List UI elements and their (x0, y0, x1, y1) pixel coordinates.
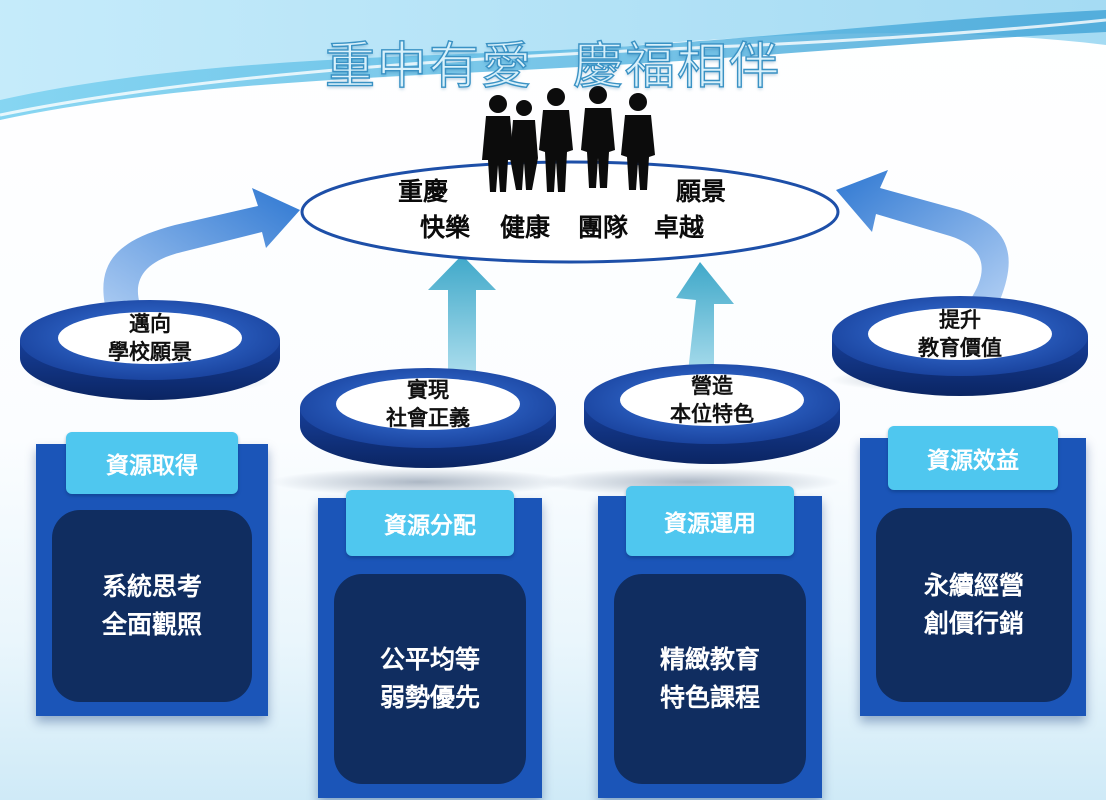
panel-3-header: 資源運用 (626, 486, 794, 556)
disk-3-line-2: 本位特色 (670, 402, 754, 426)
disk-4 (832, 296, 1088, 396)
panel-1-line-1: 系統思考 (101, 572, 202, 601)
disk-2 (300, 368, 556, 468)
disk-4-line-2: 教育價值 (918, 336, 1002, 360)
disk-3 (584, 364, 840, 464)
disk-4-label: 提升 教育價值 (900, 306, 1020, 362)
disk-1-line-2: 學校願景 (108, 340, 192, 364)
disk-shadow (270, 468, 570, 496)
header-wave (0, 0, 1106, 120)
title-part-1: 重中有愛 (324, 36, 533, 95)
panel-3-body: 精緻教育 特色課程 (614, 574, 806, 784)
disk-2-label: 實現 社會正義 (368, 376, 488, 432)
right-curved-arrow (836, 170, 1009, 300)
disk-1-line-1: 邁向 (129, 312, 171, 336)
center-left-up-arrow (428, 255, 496, 372)
vision-value-1: 快樂 (420, 213, 471, 242)
vision-value-4: 卓越 (654, 213, 705, 242)
page-title: 重中有愛慶福相伴 (0, 26, 1106, 98)
panel-3-line-2: 特色課程 (659, 683, 760, 712)
disk-2-line-2: 社會正義 (386, 406, 470, 430)
panel-1-header: 資源取得 (66, 432, 238, 494)
disk-4-line-1: 提升 (939, 308, 981, 332)
panel-4-body: 永續經營 創價行銷 (876, 508, 1072, 702)
panel-3-line-1: 精緻教育 (659, 645, 760, 674)
vision-value-3: 團隊 (578, 213, 629, 242)
vision-value-2: 健康 (500, 213, 551, 242)
panel-1-body: 系統思考 全面觀照 (52, 510, 252, 702)
team-silhouette-icon (482, 86, 655, 192)
panel-4-header: 資源效益 (888, 426, 1058, 490)
panel-4-line-1: 永續經營 (923, 571, 1024, 600)
disk-1 (20, 300, 280, 400)
panel-4-line-2: 創價行銷 (923, 609, 1024, 638)
center-right-up-arrow (676, 262, 734, 374)
panel-2-line-1: 公平均等 (379, 645, 480, 674)
disk-3-line-1: 營造 (691, 374, 733, 398)
panel-2-line-2: 弱勢優先 (379, 683, 480, 712)
left-curved-arrow (103, 188, 301, 318)
vision-right-label: 願景 (676, 177, 727, 206)
header-wave-line (0, 18, 1106, 117)
panel-1-line-2: 全面觀照 (101, 610, 202, 639)
header-wave-accent (0, 10, 1106, 120)
panel-2-body: 公平均等 弱勢優先 (334, 574, 526, 784)
disk-3-label: 營造 本位特色 (652, 372, 772, 428)
vision-ellipse (300, 160, 840, 264)
disk-1-label: 邁向 學校願景 (90, 310, 210, 366)
vision-left-label: 重慶 (398, 177, 449, 206)
panel-2-header: 資源分配 (346, 490, 514, 556)
disk-2-line-1: 實現 (407, 378, 449, 402)
title-part-2: 慶福相伴 (572, 36, 781, 95)
